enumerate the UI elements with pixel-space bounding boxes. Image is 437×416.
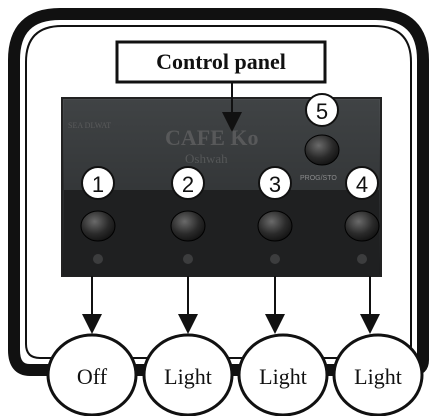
panel-side-text: PROG/STO: [300, 175, 337, 182]
svg-text:2: 2: [182, 172, 194, 197]
output-4: Light: [334, 335, 422, 415]
svg-text:Light: Light: [259, 364, 307, 389]
panel-left-text: SEA DLWAT: [68, 121, 111, 130]
button-3[interactable]: [258, 211, 292, 241]
button-5[interactable]: [305, 135, 339, 165]
svg-text:5: 5: [316, 99, 328, 124]
output-3: Light: [239, 335, 327, 415]
svg-text:3: 3: [269, 172, 281, 197]
svg-text:Off: Off: [77, 364, 108, 389]
marker-5: 5: [306, 94, 338, 126]
button-4[interactable]: [345, 211, 379, 241]
svg-text:1: 1: [92, 172, 104, 197]
output-1: Off: [48, 335, 136, 415]
marker-1: 1: [82, 167, 114, 199]
svg-text:Light: Light: [164, 364, 212, 389]
marker-2: 2: [172, 167, 204, 199]
svg-text:4: 4: [356, 172, 368, 197]
marker-4: 4: [346, 167, 378, 199]
output-2: Light: [144, 335, 232, 415]
button-1[interactable]: [81, 211, 115, 241]
panel-brand-text: CAFE Ko: [165, 125, 259, 150]
panel-sub-text: Oshwah: [185, 151, 228, 166]
button-2[interactable]: [171, 211, 205, 241]
svg-text:Light: Light: [354, 364, 402, 389]
marker-3: 3: [259, 167, 291, 199]
panel-title: Control panel: [156, 49, 286, 74]
